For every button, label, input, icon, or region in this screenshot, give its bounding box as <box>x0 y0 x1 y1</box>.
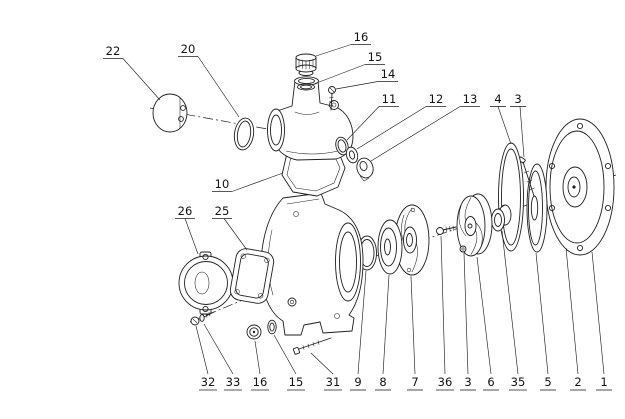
part-label-35: 35 <box>511 375 526 389</box>
part-label-3-top: 3 <box>514 92 521 106</box>
part-washer-12 <box>345 146 359 164</box>
part-mech-seal <box>491 204 512 232</box>
part-label-3-bottom: 3 <box>464 375 471 389</box>
part-pump-housing <box>260 192 364 336</box>
part-impeller <box>456 193 493 257</box>
part-motor-bracket <box>545 118 615 256</box>
part-label-26: 26 <box>178 204 193 218</box>
part-label-4: 4 <box>494 92 501 106</box>
part-label-2: 2 <box>574 375 581 389</box>
part-drain-plug <box>246 324 262 340</box>
part-label-15-top: 15 <box>368 50 383 64</box>
part-label-32: 32 <box>201 375 216 389</box>
part-diffuser-plate <box>377 219 403 275</box>
part-label-14: 14 <box>381 67 396 81</box>
part-label-13: 13 <box>463 92 478 106</box>
callout-labels: 22 20 16 15 14 11 12 13 4 3 10 26 25 32 … <box>106 30 608 389</box>
part-screw-32-33 <box>190 311 215 326</box>
part-label-33: 33 <box>226 375 241 389</box>
part-seal-plate <box>526 163 548 253</box>
part-label-15-bottom: 15 <box>289 375 304 389</box>
part-label-5: 5 <box>544 375 551 389</box>
part-label-22: 22 <box>106 44 121 58</box>
part-washer-15 <box>267 319 277 335</box>
part-label-8: 8 <box>379 375 386 389</box>
part-cover-gasket <box>229 248 275 304</box>
part-bolt-31 <box>292 337 332 355</box>
part-label-20: 20 <box>181 42 196 56</box>
part-impeller-screw <box>436 225 457 235</box>
part-label-16-top: 16 <box>354 30 369 44</box>
part-label-10: 10 <box>215 177 230 191</box>
part-label-9: 9 <box>354 375 361 389</box>
part-label-36: 36 <box>438 375 453 389</box>
part-impeller-nut <box>459 245 467 253</box>
part-oring-11 <box>335 136 349 156</box>
part-filler-cap <box>295 53 317 76</box>
part-label-1: 1 <box>600 375 607 389</box>
part-label-7: 7 <box>411 375 418 389</box>
part-oring-15 <box>297 83 315 91</box>
part-diffuser <box>394 204 430 276</box>
part-label-25: 25 <box>215 204 230 218</box>
part-label-31: 31 <box>326 375 341 389</box>
part-label-11: 11 <box>382 92 397 106</box>
part-oring-20 <box>233 117 255 151</box>
part-label-12: 12 <box>429 92 444 106</box>
part-cap-22 <box>152 93 188 133</box>
part-end-cover <box>178 251 234 315</box>
part-label-6: 6 <box>487 375 494 389</box>
leader-lines <box>103 44 612 391</box>
part-label-16-bottom: 16 <box>253 375 268 389</box>
part-valve-13 <box>356 157 374 182</box>
part-screw-14 <box>328 86 336 111</box>
